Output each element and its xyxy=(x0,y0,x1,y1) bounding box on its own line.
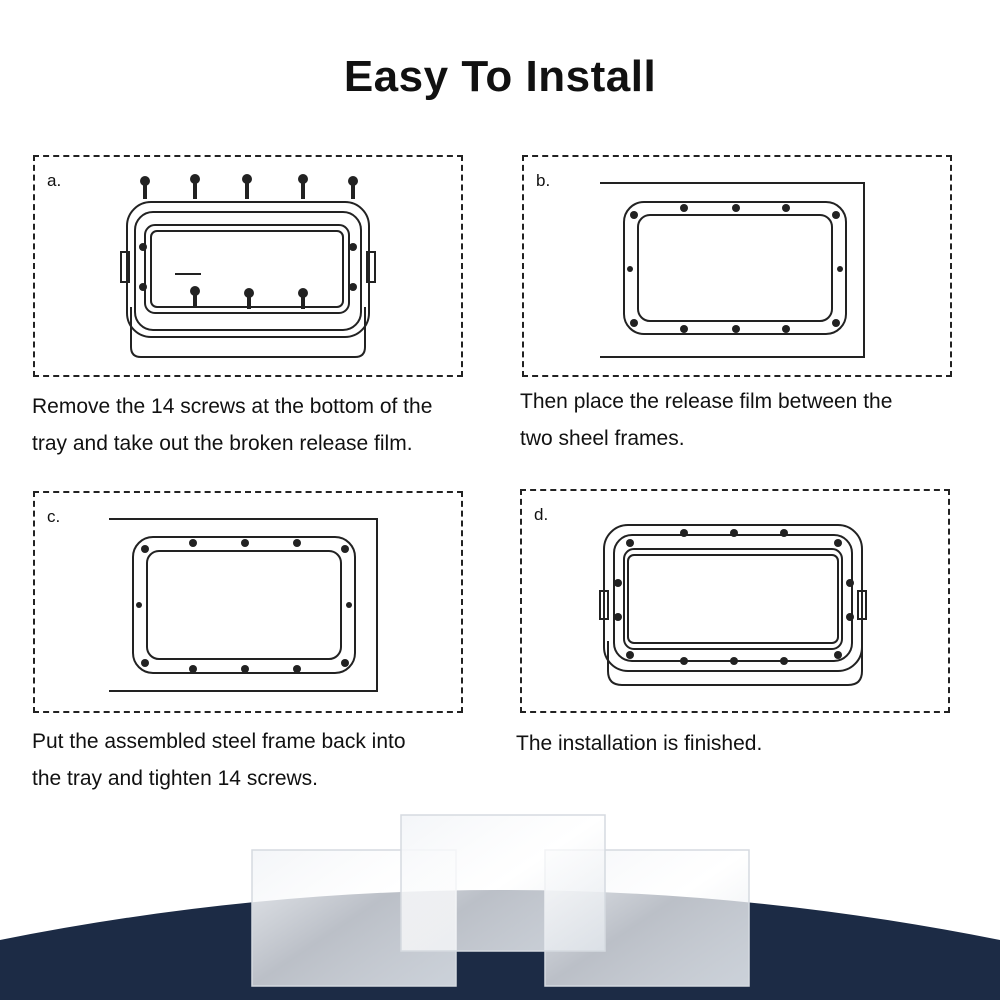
step-a-caption-line1: Remove the 14 screws at the bottom of th… xyxy=(32,395,433,418)
step-c-letter: c. xyxy=(47,507,61,526)
step-d-caption-line1: The installation is finished. xyxy=(516,732,763,755)
film-sheet-center xyxy=(400,814,606,952)
finished-tray-drawing xyxy=(599,524,867,686)
release-film-banner xyxy=(0,814,1000,1000)
step-c-caption-line2: the tray and tighten 14 screws. xyxy=(32,767,318,790)
step-d-caption: The installation is finished. xyxy=(516,725,986,762)
step-c-panel: c. xyxy=(33,491,463,713)
installed-screws xyxy=(614,529,854,665)
two-steel-frames-drawing xyxy=(600,182,865,358)
step-a-caption: Remove the 14 screws at the bottom of th… xyxy=(32,388,502,462)
step-a-caption-line2: tray and take out the broken release fil… xyxy=(32,432,413,455)
step-b-caption-line2: two sheel frames. xyxy=(520,427,685,450)
assembled-screws xyxy=(136,539,352,673)
step-c-caption-line1: Put the assembled steel frame back into xyxy=(32,730,406,753)
frame-screw-holes xyxy=(627,204,843,333)
step-a-panel: a. xyxy=(33,155,463,377)
page-title: Easy To Install xyxy=(343,52,657,101)
assembled-frame-drawing xyxy=(109,518,378,692)
step-d-panel: d. xyxy=(520,489,950,713)
step-d-letter: d. xyxy=(534,505,549,524)
step-b-caption-line1: Then place the release film between the xyxy=(520,390,893,413)
tray-with-screws-drawing xyxy=(120,174,376,358)
step-b-panel: b. xyxy=(522,155,952,377)
step-a-letter: a. xyxy=(47,171,62,190)
step-b-caption: Then place the release film between the … xyxy=(520,383,990,457)
screws-top xyxy=(139,174,358,309)
step-b-letter: b. xyxy=(536,171,551,190)
step-c-caption: Put the assembled steel frame back into … xyxy=(32,723,502,797)
